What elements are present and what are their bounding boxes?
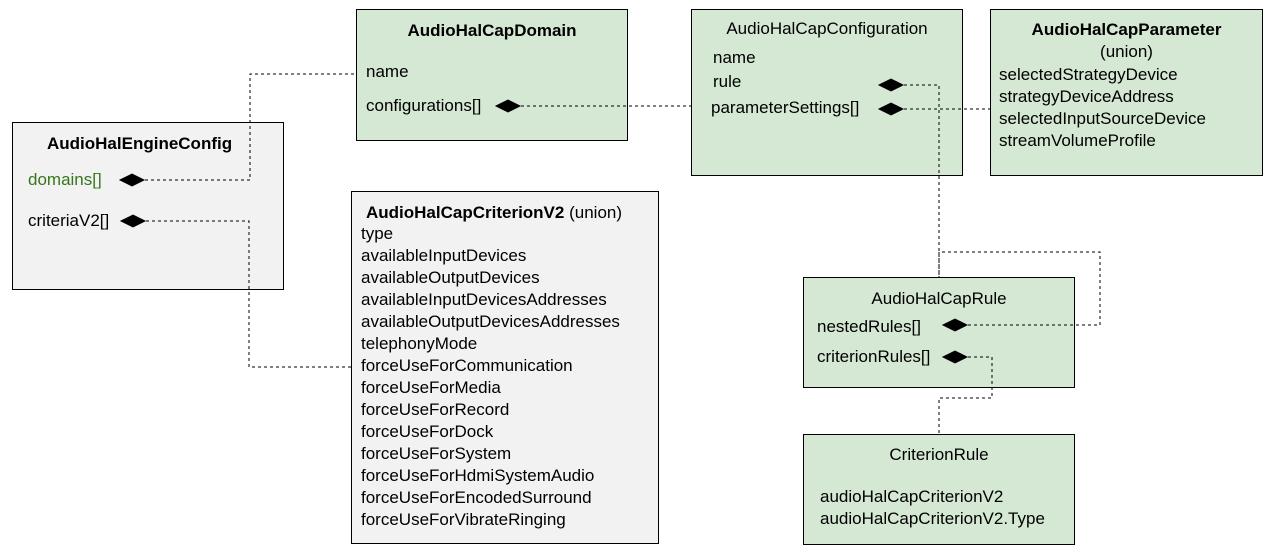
cap-configuration-field-name: name xyxy=(713,48,756,67)
criterion-rule-field: audioHalCapCriterionV2 xyxy=(820,487,1004,506)
cap-domain-class xyxy=(356,9,628,141)
cap-domain-title: AudioHalCapDomain xyxy=(407,21,577,40)
engine-config-title: AudioHalEngineConfig xyxy=(47,134,233,153)
cap-parameter-field: strategyDeviceAddress xyxy=(999,87,1174,106)
cap-configuration-field-parametersettings: parameterSettings[] xyxy=(711,98,860,117)
criterion-rule-class xyxy=(803,434,1075,545)
cap-parameter-field: selectedInputSourceDevice xyxy=(999,109,1206,128)
cap-criterion-subtitle: (union) xyxy=(569,203,623,222)
cap-criterion-header: AudioHalCapCriterionV2 (union) xyxy=(366,202,622,224)
cap-domain-field-name: name xyxy=(366,62,409,81)
cap-criterion-field-list: type availableInputDevices availableOutp… xyxy=(361,223,620,531)
cap-criterion-field: forceUseForDock xyxy=(361,422,494,441)
cap-parameter-title: AudioHalCapParameter xyxy=(1031,20,1222,39)
cap-rule-title: AudioHalCapRule xyxy=(871,289,1007,308)
cap-criterion-field: availableInputDevices xyxy=(361,246,527,265)
cap-criterion-class xyxy=(351,191,659,544)
cap-criterion-field: availableOutputDevicesAddresses xyxy=(361,312,620,331)
cap-criterion-field: forceUseForHdmiSystemAudio xyxy=(361,466,595,485)
criterion-rule-title: CriterionRule xyxy=(889,445,989,464)
cap-criterion-field: forceUseForMedia xyxy=(361,378,501,397)
criterion-rule-field: audioHalCapCriterionV2.Type xyxy=(820,509,1045,528)
cap-criterion-field: forceUseForEncodedSurround xyxy=(361,488,592,507)
cap-parameter-field: selectedStrategyDevice xyxy=(999,65,1178,84)
cap-parameter-field: streamVolumeProfile xyxy=(999,131,1156,150)
cap-criterion-field: telephonyMode xyxy=(361,334,478,353)
cap-parameter-subtitle: (union) xyxy=(1100,42,1153,61)
cap-parameter-class xyxy=(990,9,1263,176)
cap-criterion-field: availableInputDevicesAddresses xyxy=(361,290,607,309)
engine-config-field-criteria: criteriaV2[] xyxy=(28,211,110,230)
cap-parameter-field-list: selectedStrategyDevice strategyDeviceAdd… xyxy=(999,64,1206,152)
cap-configuration-title: AudioHalCapConfiguration xyxy=(726,19,928,38)
cap-domain-field-configurations: configurations[] xyxy=(366,96,482,115)
cap-criterion-field: availableOutputDevices xyxy=(361,268,540,287)
cap-criterion-field: forceUseForVibrateRinging xyxy=(361,510,566,529)
cap-criterion-field: forceUseForSystem xyxy=(361,444,512,463)
cap-rule-field-nestedrules: nestedRules[] xyxy=(817,317,921,336)
criterion-rule-field-list: audioHalCapCriterionV2 audioHalCapCriter… xyxy=(820,486,1045,530)
cap-criterion-field: forceUseForRecord xyxy=(361,400,510,419)
cap-configuration-field-rule: rule xyxy=(713,72,742,91)
engine-config-field-domains: domains[] xyxy=(28,170,102,189)
cap-rule-field-criterionrules: criterionRules[] xyxy=(817,347,931,366)
cap-criterion-title: AudioHalCapCriterionV2 xyxy=(366,203,565,222)
cap-criterion-field: type xyxy=(361,224,394,243)
cap-criterion-field: forceUseForCommunication xyxy=(361,356,573,375)
